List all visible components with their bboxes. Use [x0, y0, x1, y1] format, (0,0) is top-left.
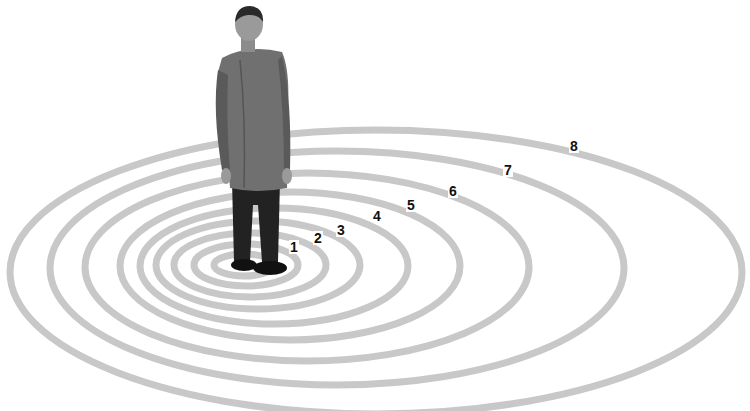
ring: [10, 130, 742, 411]
callout-number: 5: [406, 198, 416, 212]
trousers: [232, 180, 280, 262]
hand: [221, 168, 231, 184]
callout-number: 8: [569, 139, 579, 153]
arm: [278, 56, 290, 172]
ring: [50, 151, 624, 385]
ring: [120, 192, 460, 340]
hair: [235, 6, 263, 22]
callout-number: 6: [448, 184, 458, 198]
jacket: [218, 49, 289, 191]
shoe: [253, 261, 287, 275]
callout-number: 1: [289, 240, 299, 254]
head: [235, 7, 263, 41]
ring: [85, 173, 529, 361]
jacket-seam: [240, 60, 245, 188]
arm: [216, 70, 230, 172]
hand: [282, 168, 292, 184]
callout-number: 4: [372, 209, 382, 223]
callout-number: 2: [313, 231, 323, 245]
callout-number: 3: [336, 223, 346, 237]
rings: [10, 130, 742, 411]
callout-number: 7: [503, 163, 513, 177]
shoe: [231, 259, 257, 271]
man-figure: [216, 6, 292, 275]
ring: [156, 221, 360, 309]
